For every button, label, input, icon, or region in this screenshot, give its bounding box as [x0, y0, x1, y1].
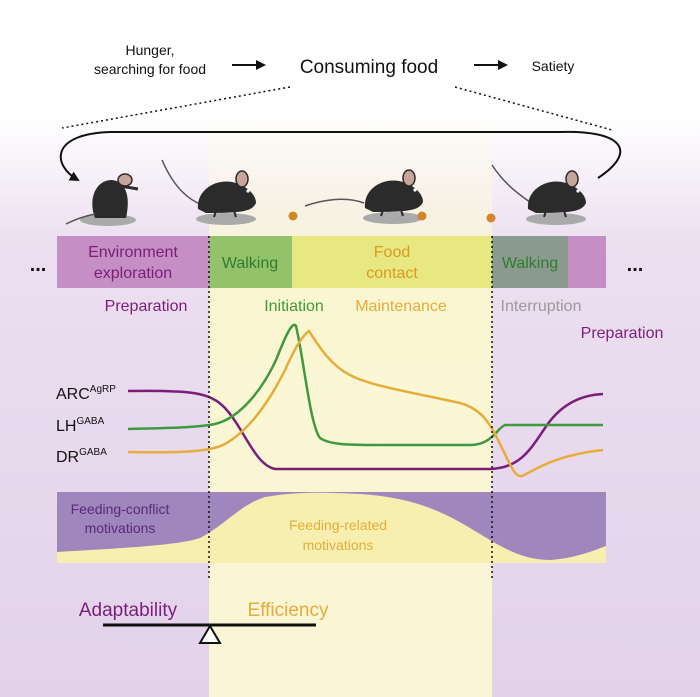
environment-label-line2: exploration	[94, 265, 172, 282]
conflict-label-line1: Feeding-conflict	[71, 501, 170, 517]
adaptability-label: Adaptability	[79, 600, 178, 621]
balance-fulcrum-icon	[198, 624, 222, 644]
related-label-line2: motivations	[303, 537, 374, 553]
zoom-line-left	[61, 86, 291, 129]
walking-after-segment	[492, 236, 568, 288]
mouse-leaving-icon	[491, 164, 587, 226]
feeding-related-area	[57, 492, 606, 563]
environment-exploration-segment	[57, 236, 209, 288]
hunger-label-line2: searching for food	[94, 61, 206, 77]
conflict-label-line2: motivations	[85, 520, 156, 536]
phase-interruption: Interruption	[501, 298, 582, 315]
phase-preparation: Preparation	[105, 298, 188, 315]
efficiency-label: Efficiency	[248, 600, 329, 621]
food-contact-label-line1: Food	[374, 244, 410, 261]
environment-label-line1: Environment	[88, 244, 178, 261]
food-pellet-icon	[486, 213, 496, 223]
arc-agrp-label: ARCAgRP	[56, 384, 116, 403]
walking-segment	[209, 236, 292, 288]
ellipsis-left: ...	[30, 254, 47, 276]
cycle-arrow	[59, 130, 622, 182]
phase-maintenance: Maintenance	[355, 298, 447, 315]
lh-gaba-trace	[127, 323, 603, 447]
food-contact-segment	[292, 236, 492, 288]
related-label-line1: Feeding-related	[289, 517, 387, 533]
zoom-line-right	[454, 86, 613, 131]
mouse-walking-icon	[161, 159, 257, 226]
mouse-rearing-icon	[65, 173, 139, 226]
consuming-food-label: Consuming food	[300, 57, 438, 78]
ellipsis-right: ...	[627, 254, 644, 276]
phase-initiation: Initiation	[264, 298, 324, 315]
food-pellet-icon	[288, 211, 298, 221]
dr-gaba-trace	[127, 329, 604, 478]
food-contact-label-line2: contact	[366, 265, 418, 282]
arc-agrp-trace	[127, 389, 604, 471]
walking-label: Walking	[222, 255, 278, 272]
exploration-end-segment	[568, 236, 606, 288]
phase-preparation-end: Preparation	[581, 325, 664, 342]
food-consumption-band	[209, 120, 492, 697]
hunger-label-line1: Hunger,	[125, 42, 174, 58]
lh-gaba-label: LHGABA	[56, 416, 105, 435]
mouse-eating-icon	[304, 169, 427, 225]
walking-after-label: Walking	[502, 255, 558, 272]
satiety-label: Satiety	[532, 58, 575, 74]
dr-gaba-label: DRGABA	[56, 447, 107, 466]
